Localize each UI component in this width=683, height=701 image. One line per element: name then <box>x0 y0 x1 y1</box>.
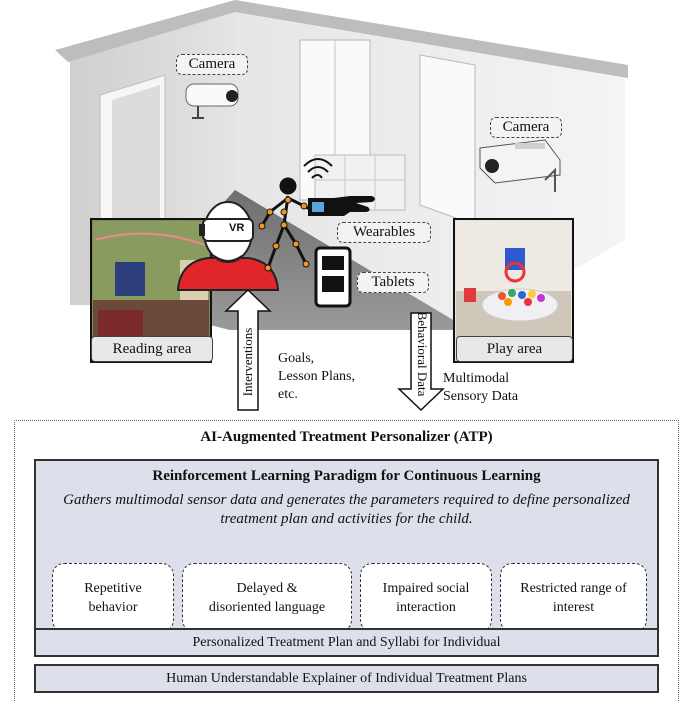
vr-label: VR <box>229 222 245 234</box>
rl-paradigm-box: Reinforcement Learning Paradigm for Cont… <box>34 459 659 643</box>
atp-title: AI-Augmented Treatment Personalizer (ATP… <box>200 429 493 445</box>
camera-right-label: Camera <box>490 117 562 138</box>
camera-left-label: Camera <box>176 54 248 75</box>
rl-title: Reinforcement Learning Paradigm for Cont… <box>152 468 541 484</box>
vr-person-icon <box>176 201 280 291</box>
behavioral-note: Multimodal Sensory Data <box>443 371 519 404</box>
room-illustration <box>55 0 628 412</box>
explainer-bar: Human Understandable Explainer of Indivi… <box>34 664 659 693</box>
tablets-label: Tablets <box>357 272 429 293</box>
reading-area-caption: Reading area <box>91 336 213 362</box>
interventions-arrow-label: Interventions <box>240 327 255 397</box>
wearable-hand-icon <box>303 158 375 216</box>
interventions-arrow <box>224 288 272 411</box>
treatment-plan-bar: Personalized Treatment Plan and Syllabi … <box>34 628 659 657</box>
camera-left-icon <box>185 83 239 119</box>
camera-right-icon <box>479 139 561 192</box>
wearables-label: Wearables <box>337 222 431 243</box>
play-area-caption: Play area <box>456 336 573 362</box>
behavioral-data-arrow <box>397 312 445 412</box>
tablet-icon <box>314 246 352 308</box>
trait-delayed-language: Delayed &disoriented language <box>182 563 352 632</box>
behavioral-data-arrow-label: Behavioral Data <box>415 311 430 397</box>
atp-panel: AI-Augmented Treatment Personalizer (ATP… <box>14 420 679 701</box>
interventions-note: Goals, Lesson Plans, etc. <box>278 351 355 402</box>
rl-subtitle: Gathers multimodal sensor data and gener… <box>63 492 630 527</box>
